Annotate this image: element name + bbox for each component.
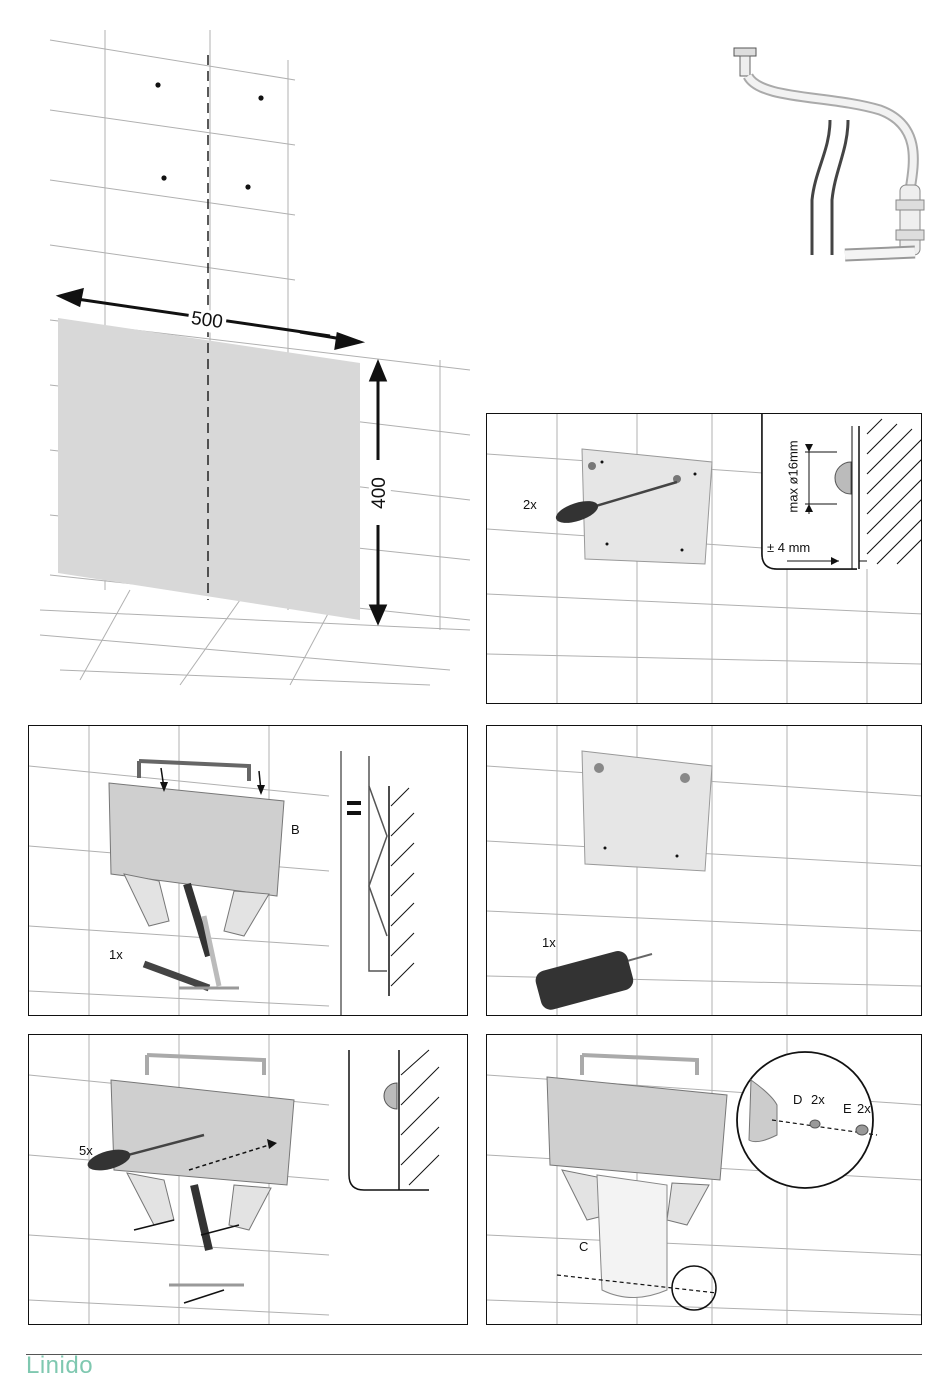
drain-and-hoses — [720, 40, 930, 280]
step-panel-cover: C D 2x E 2x — [486, 1034, 922, 1325]
part-e-qty: 2x — [857, 1101, 871, 1116]
step-panel-drill: 1x — [486, 725, 922, 1016]
wall-screws-qty: 2x — [523, 497, 537, 512]
part-d-qty: 2x — [811, 1092, 825, 1107]
step-panel-fix-screws: 5x — [28, 1034, 468, 1325]
drill-drawing — [487, 726, 922, 1016]
tolerance-label: ± 4 mm — [767, 540, 810, 555]
main-wall-drawing — [30, 30, 480, 690]
max-diameter-label: max ø16mm — [786, 440, 801, 512]
mounting-area — [58, 318, 360, 620]
fix-screws-drawing — [29, 1035, 468, 1325]
main-wall-figure: 500 400 — [30, 30, 480, 690]
hang-unit-drawing — [29, 726, 468, 1016]
hang-unit-qty: 1x — [109, 947, 123, 962]
part-e-label: E — [843, 1101, 852, 1116]
height-dimension: 400 — [369, 474, 391, 512]
footer-rule — [26, 1354, 922, 1355]
cover-drawing — [487, 1035, 922, 1325]
step-panel-hang-unit: 1x B — [28, 725, 468, 1016]
drain-kit-illustration — [720, 40, 930, 280]
part-c-label: C — [579, 1239, 588, 1254]
fix-screws-qty: 5x — [79, 1143, 93, 1158]
step-panel-wall-screws: 2x max ø16mm ± 4 mm — [486, 413, 922, 704]
part-d-label: D — [793, 1092, 802, 1107]
brand-logo: Linido — [26, 1352, 93, 1380]
drill-qty: 1x — [542, 935, 556, 950]
wall-screws-drawing — [487, 414, 922, 704]
part-b-label: B — [291, 822, 300, 837]
